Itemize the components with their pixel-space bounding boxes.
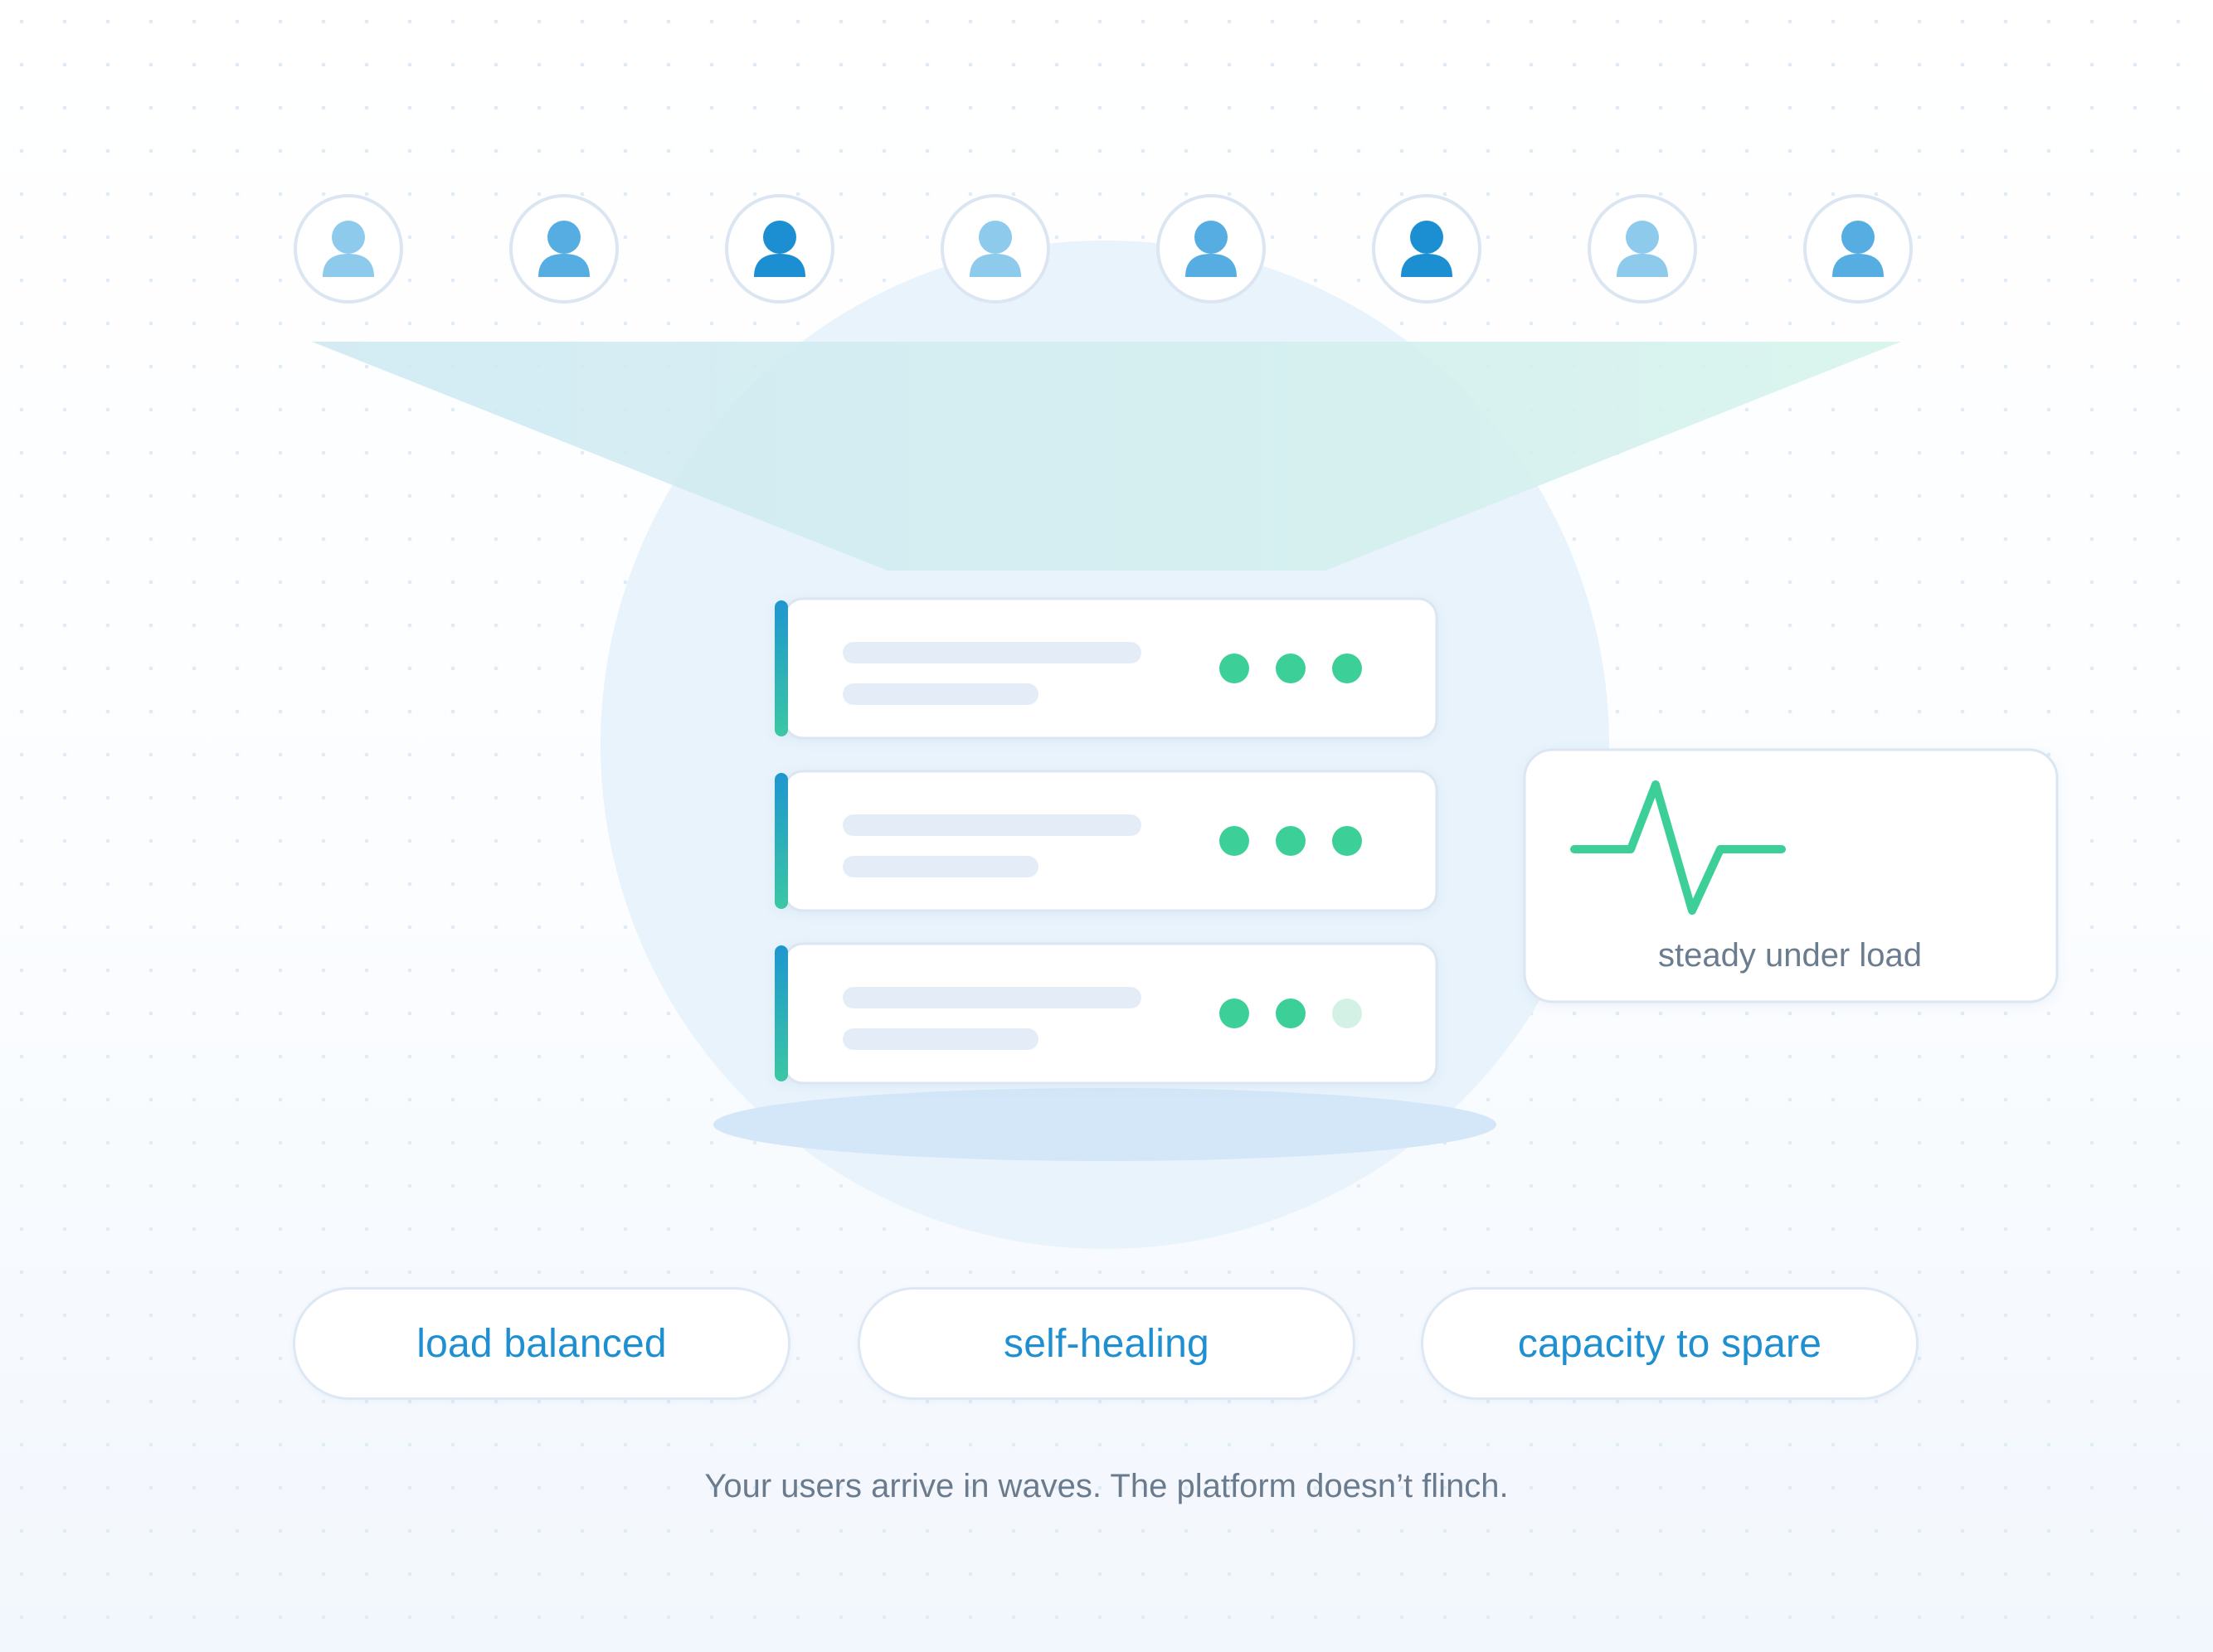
user-icon xyxy=(970,221,1021,277)
server-unit xyxy=(775,597,1438,740)
status-led xyxy=(1276,654,1306,683)
pill-capacity-to-spare: capacity to spare xyxy=(1421,1287,1919,1400)
user-row xyxy=(294,194,1913,304)
user-icon xyxy=(1401,221,1452,277)
server-label-line xyxy=(843,814,1141,836)
monitor-label: steady under load xyxy=(1658,937,1922,974)
server-rack-shadow xyxy=(713,1088,1496,1161)
user-icon xyxy=(754,221,805,277)
user-icon xyxy=(1617,221,1668,277)
status-led xyxy=(1276,826,1306,856)
server-unit xyxy=(775,942,1438,1085)
status-led xyxy=(1219,654,1249,683)
server-unit xyxy=(775,770,1438,912)
user-avatar xyxy=(1372,194,1481,304)
pulse-icon xyxy=(1570,780,1786,915)
caption: Your users arrive in waves. The platform… xyxy=(704,1468,1509,1504)
user-avatar xyxy=(725,194,834,304)
user-icon xyxy=(538,221,590,277)
monitor-card: steady under load xyxy=(1523,748,2059,1003)
user-avatar xyxy=(1156,194,1266,304)
server-label-line xyxy=(843,856,1038,877)
server-label-line xyxy=(843,987,1141,1008)
user-avatar xyxy=(941,194,1050,304)
status-led xyxy=(1276,998,1306,1028)
user-icon xyxy=(1832,221,1884,277)
user-avatar xyxy=(509,194,619,304)
user-avatar xyxy=(294,194,403,304)
user-icon xyxy=(323,221,374,277)
server-accent-bar xyxy=(775,773,788,909)
user-avatar xyxy=(1803,194,1913,304)
server-label-line xyxy=(843,1028,1038,1050)
status-led xyxy=(1219,998,1249,1028)
server-accent-bar xyxy=(775,945,788,1081)
status-led xyxy=(1332,826,1362,856)
server-label-line xyxy=(843,683,1038,705)
server-rack xyxy=(775,597,1438,1085)
user-icon xyxy=(1185,221,1237,277)
server-accent-bar xyxy=(775,600,788,736)
traffic-funnel xyxy=(312,342,1901,571)
server-label-line xyxy=(843,642,1141,663)
user-avatar xyxy=(1588,194,1697,304)
monitor-card-box xyxy=(1523,748,2059,1003)
status-led xyxy=(1332,654,1362,683)
pill-load-balanced: load balanced xyxy=(293,1287,790,1400)
status-led xyxy=(1332,998,1362,1028)
status-led xyxy=(1219,826,1249,856)
pill-self-healing: self-healing xyxy=(858,1287,1355,1400)
